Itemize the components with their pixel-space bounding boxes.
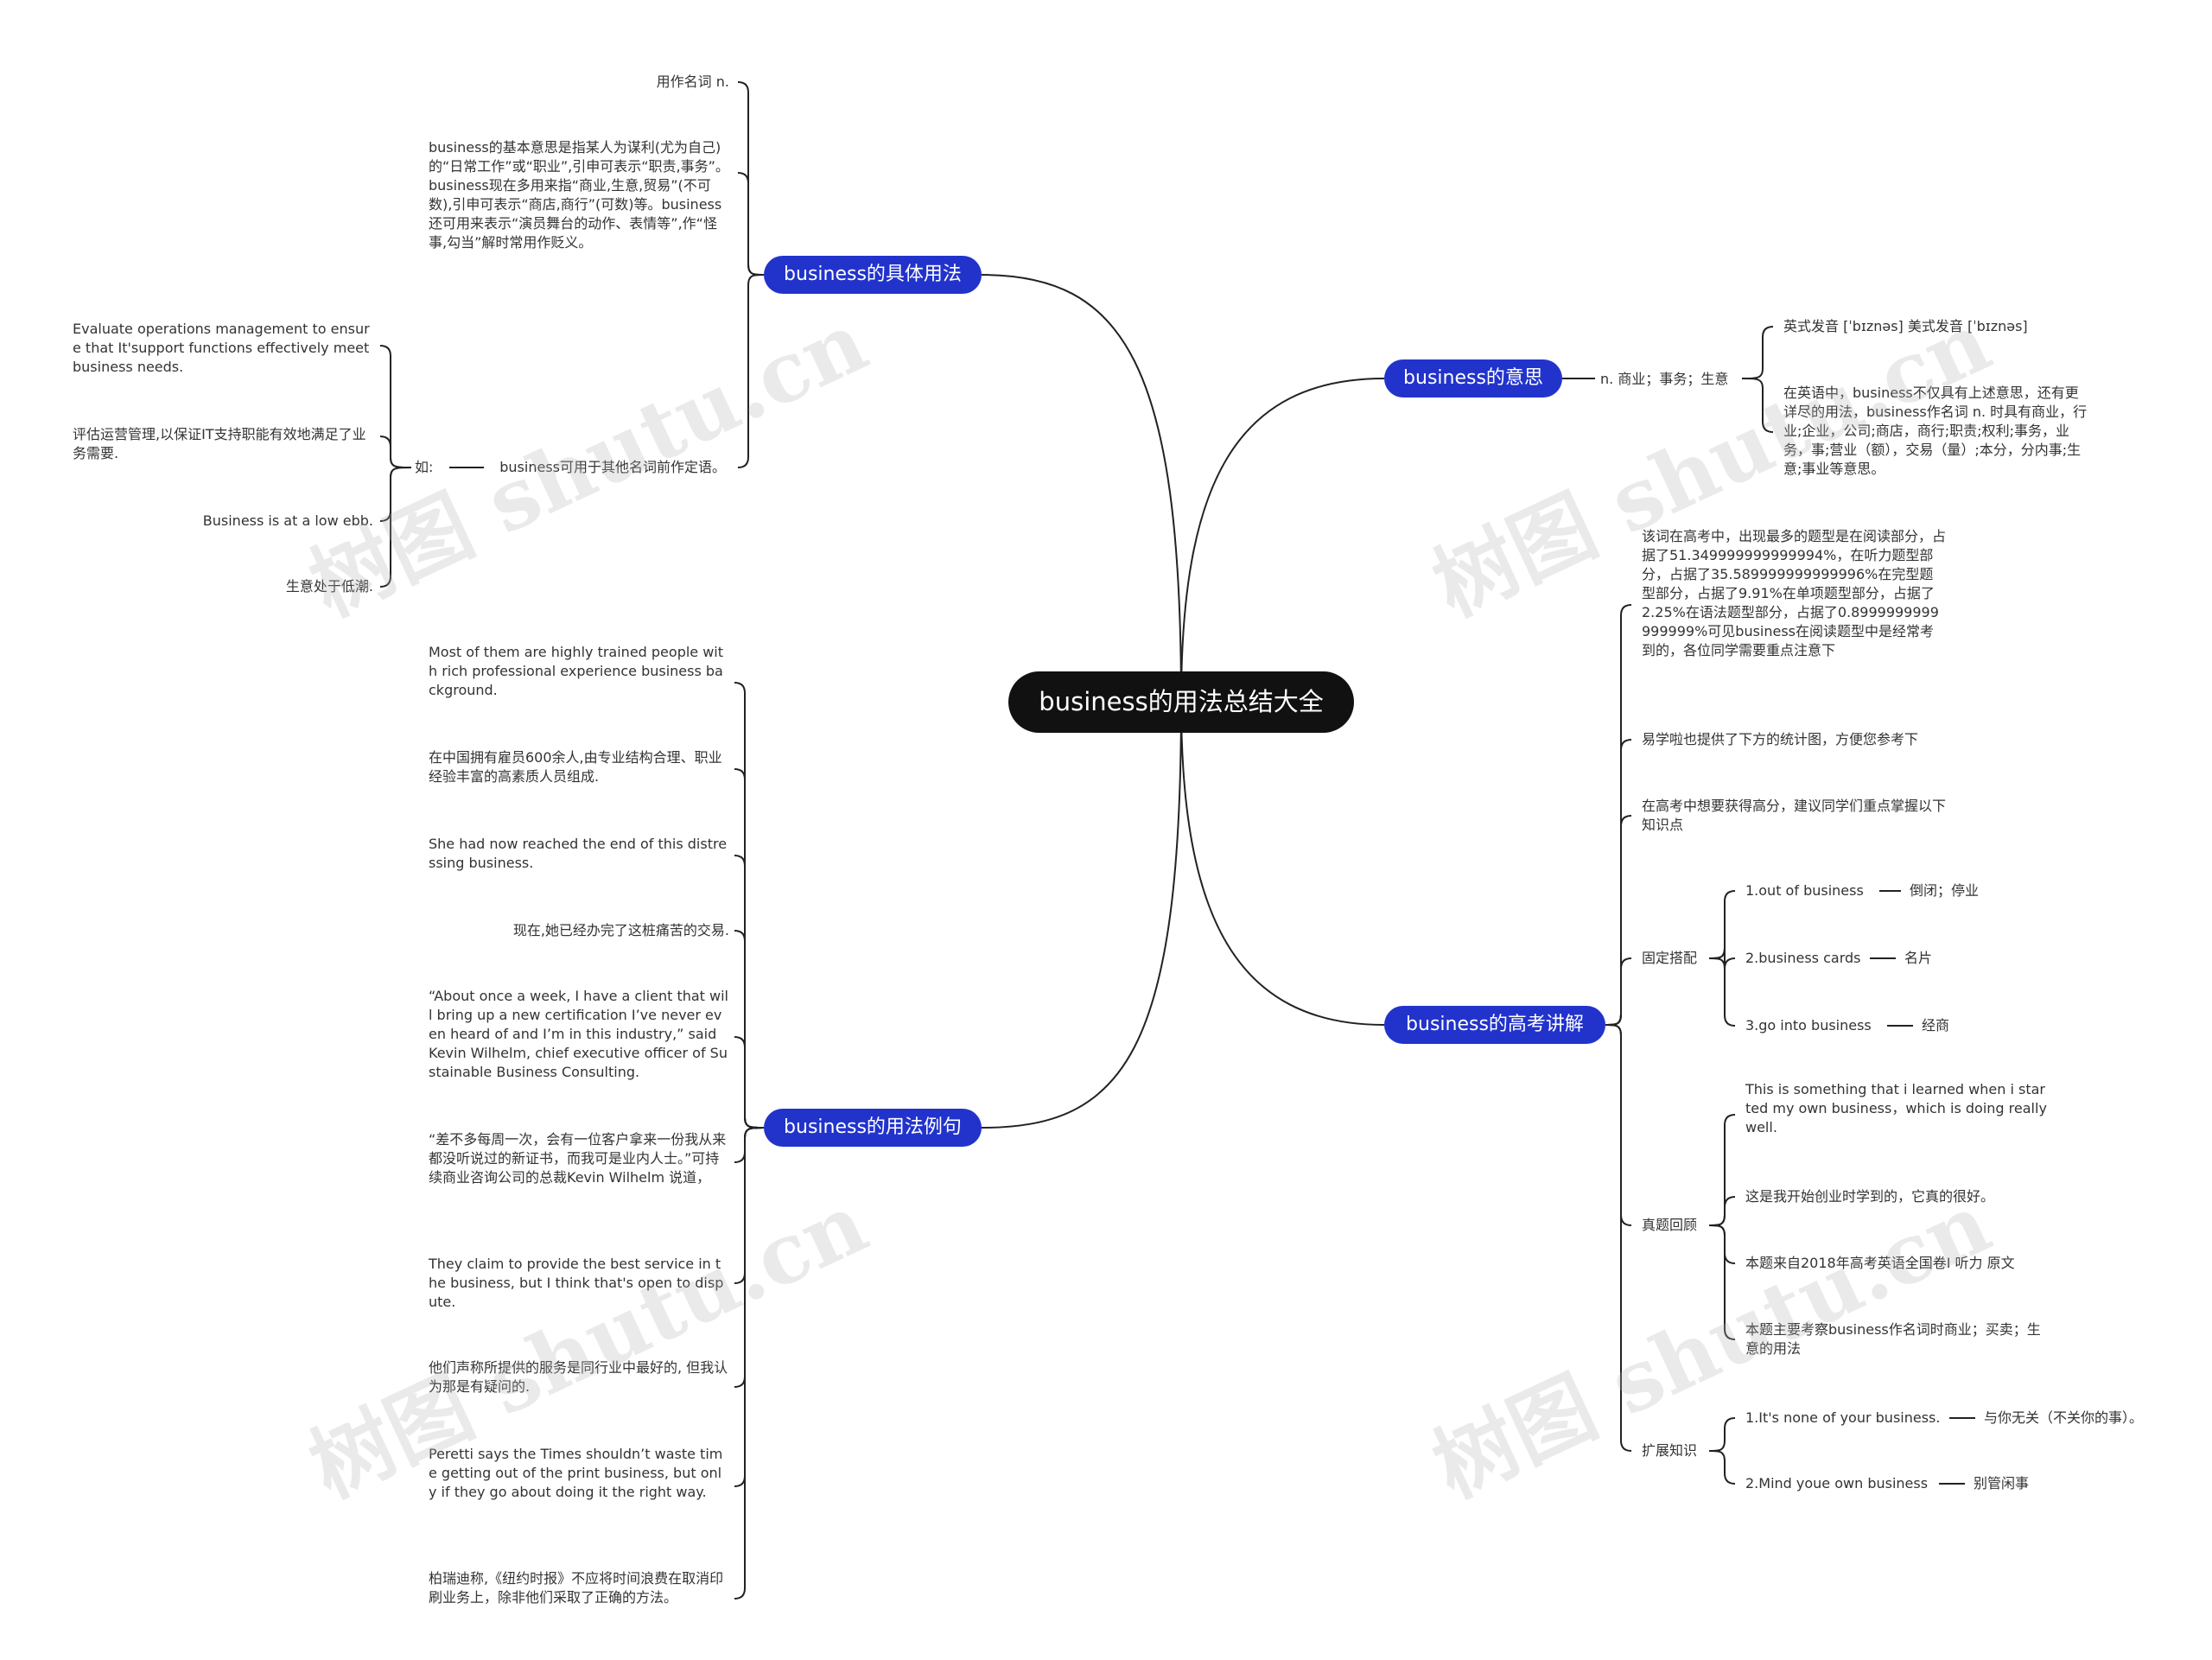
review-1: This is something that i learned when i … — [1745, 1081, 2047, 1135]
ext-phrase-1: 1.It's none of your business. — [1745, 1409, 1941, 1426]
link-review-1 — [1708, 1196, 1736, 1226]
fixed-meaning-2: 名片 — [1904, 950, 1933, 966]
gaokao-stats: 该词在高考中，出现最多的题型是在阅读部分，占据了51.3499999999999… — [1642, 528, 1947, 658]
link-examples-3 — [734, 930, 765, 1129]
link-ext-1 — [1708, 1450, 1736, 1485]
fixed-meaning-1: 倒闭；停业 — [1910, 882, 1980, 899]
link-fixed-0 — [1708, 890, 1736, 959]
link-gaokao-0 — [1605, 604, 1632, 1026]
link-specific-1 — [737, 172, 765, 276]
example-sentence-1: Most of them are highly trained people w… — [429, 644, 724, 698]
ext-label: 扩展知识 — [1642, 1442, 1698, 1459]
example-sentence-6: “差不多每周一次，会有一位客户拿来一份我从来都没听说过的新证书，而我可是业内人士… — [429, 1131, 727, 1186]
specific-basic-meaning: business的基本意思是指某人为谋利(尤为自己)的“日常工作”或“职业”,引… — [429, 139, 729, 251]
link-examples-9 — [734, 1127, 765, 1600]
meaning-definition: n. 商业；事务；生意 — [1600, 371, 1729, 387]
specific-noun: 用作名词 n. — [656, 73, 729, 90]
link-specific-2 — [737, 274, 765, 468]
link-eg-1 — [379, 436, 412, 468]
ext-meaning-1: 与你无关（不关你的事）。 — [1984, 1409, 2144, 1426]
branch-meaning[interactable]: business的意思 — [1384, 359, 1562, 398]
link-examples-1 — [734, 768, 765, 1129]
link-review-2 — [1708, 1224, 1736, 1264]
link-root-gaokao — [1180, 701, 1385, 1026]
gaokao-chart-note: 易学啦也提供了下方的统计图，方便您参考下 — [1642, 731, 1919, 747]
example-sentence-9: Peretti says the Times shouldn’t waste t… — [429, 1446, 723, 1500]
fixed-phrase-3: 3.go into business — [1745, 1017, 1872, 1034]
fixed-phrase-1: 1.out of business — [1745, 882, 1864, 899]
specific-attributive: business可用于其他名词前作定语。 — [499, 459, 726, 475]
meaning-detail: 在英语中，business不仅具有上述意思，还有更详尽的用法，business作… — [1783, 385, 2088, 477]
link-eg-2 — [379, 467, 412, 522]
specific-example-1: Evaluate operations management to ensure… — [73, 321, 370, 375]
review-4: 本题主要考察business作名词时商业；买卖；生意的用法 — [1745, 1321, 2041, 1357]
link-gaokao-5 — [1605, 1024, 1632, 1452]
link-examples-2 — [734, 855, 765, 1129]
meaning-pronunciation: 英式发音 [ˈbɪznəs] 美式发音 [ˈbɪznəs] — [1783, 318, 2028, 334]
link-gaokao-2 — [1605, 815, 1632, 1026]
link-ext-0 — [1708, 1417, 1736, 1452]
link-gaokao-3 — [1605, 957, 1632, 1026]
link-root-examples — [981, 701, 1182, 1129]
branch-specific-usage[interactable]: business的具体用法 — [764, 256, 982, 294]
link-gaokao-4 — [1605, 1024, 1632, 1226]
link-specific-0 — [737, 81, 765, 276]
specific-example-4: 生意处于低潮. — [285, 578, 373, 595]
fixed-meaning-3: 经商 — [1922, 1017, 1950, 1034]
example-sentence-2: 在中国拥有雇员600余人,由专业结构合理、职业经验丰富的高素质人员组成. — [429, 749, 722, 785]
link-examples-0 — [734, 682, 765, 1129]
branch-gaokao[interactable]: business的高考讲解 — [1384, 1006, 1605, 1044]
review-label: 真题回顾 — [1642, 1217, 1698, 1233]
link-gaokao-1 — [1605, 739, 1632, 1026]
link-fixed-2 — [1708, 957, 1736, 1027]
link-meaning-1 — [1741, 378, 1774, 433]
review-2: 这是我开始创业时学到的，它真的很好。 — [1745, 1188, 1995, 1205]
example-sentence-7: They claim to provide the best service i… — [429, 1256, 724, 1310]
example-sentence-3: She had now reached the end of this dist… — [429, 836, 728, 871]
ext-phrase-2: 2.Mind youe own business — [1745, 1475, 1929, 1491]
link-examples-8 — [734, 1127, 765, 1487]
link-examples-6 — [734, 1127, 765, 1284]
ext-meaning-2: 别管闲事 — [1974, 1475, 2030, 1491]
link-examples-7 — [734, 1127, 765, 1388]
link-examples-5 — [734, 1127, 765, 1163]
link-eg-3 — [379, 467, 412, 588]
link-examples-4 — [734, 1036, 765, 1129]
review-3: 本题来自2018年高考英语全国卷I 听力 原文 — [1745, 1255, 2015, 1271]
root-node[interactable]: business的用法总结大全 — [1008, 671, 1354, 733]
branch-examples[interactable]: business的用法例句 — [764, 1109, 982, 1147]
specific-example-3: Business is at a low ebb. — [202, 512, 373, 529]
link-root-meaning — [1180, 378, 1385, 703]
example-label: 如: — [415, 459, 434, 475]
example-sentence-10: 柏瑞迪称,《纽约时报》不应将时间浪费在取消印刷业务上，除非他们采取了正确的方法。 — [429, 1570, 724, 1606]
specific-example-2: 评估运营管理,以保证IT支持职能有效地满足了业务需要. — [73, 426, 366, 461]
link-eg-0 — [379, 345, 412, 468]
example-sentence-4: 现在,她已经办完了这桩痛苦的交易. — [512, 922, 729, 938]
link-root-specific — [981, 274, 1182, 703]
example-sentence-8: 他们声称所提供的服务是同行业中最好的, 但我认为那是有疑问的. — [429, 1359, 728, 1395]
link-review-0 — [1708, 1114, 1736, 1226]
example-sentence-5: “About once a week, I have a client that… — [429, 988, 728, 1080]
fixed-label: 固定搭配 — [1642, 950, 1698, 966]
fixed-phrase-2: 2.business cards — [1745, 950, 1861, 966]
link-meaning-0 — [1741, 326, 1774, 379]
link-review-3 — [1708, 1224, 1736, 1340]
gaokao-advice: 在高考中想要获得高分，建议同学们重点掌握以下知识点 — [1642, 798, 1947, 833]
